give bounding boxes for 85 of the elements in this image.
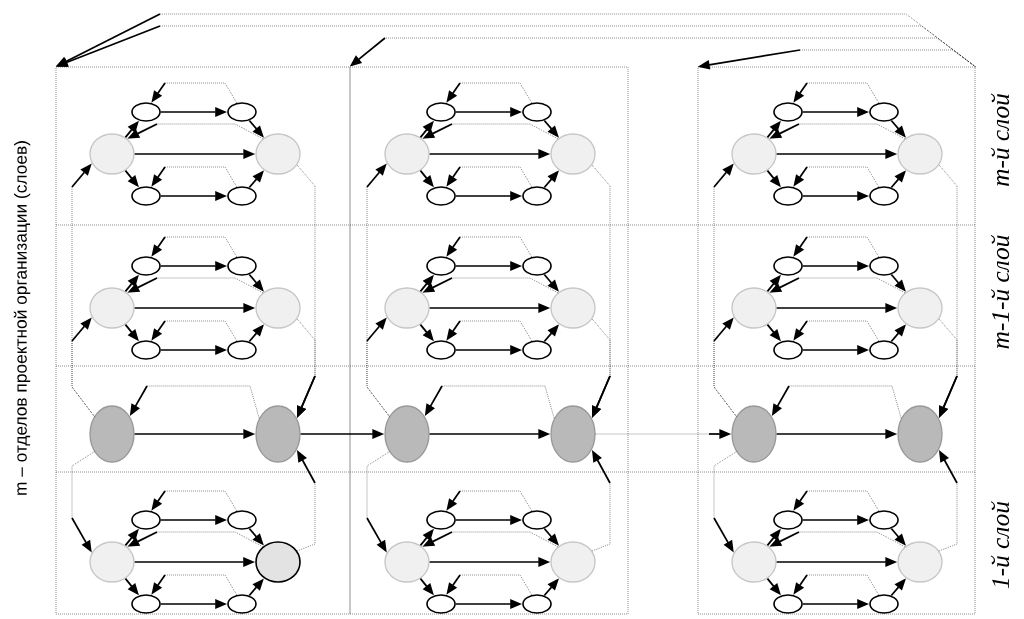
dotted-arrow: [151, 166, 238, 188]
small-ellipse: [773, 186, 803, 206]
small-ellipse: [869, 186, 899, 206]
small-ellipse: [426, 102, 456, 122]
shaded-ellipse: [255, 287, 301, 329]
small-ellipse: [773, 340, 803, 360]
small-ellipse: [522, 186, 552, 206]
dotted-arrow: [446, 490, 533, 512]
dark-ellipse: [384, 405, 430, 463]
small-ellipse: [522, 340, 552, 360]
dotted-arrow: [151, 490, 238, 512]
shaded-ellipse: [89, 133, 135, 175]
shaded-ellipse: [89, 287, 135, 329]
shaded-ellipse: [731, 541, 777, 583]
small-ellipse: [227, 340, 257, 360]
dotted-arrow: [446, 320, 533, 342]
dotted-arrow: [793, 236, 880, 258]
dotted-arrow: [446, 166, 533, 188]
small-ellipse: [227, 256, 257, 276]
small-ellipse: [773, 510, 803, 530]
dotted-arrow: [446, 574, 533, 596]
small-ellipse: [869, 256, 899, 276]
small-ellipse: [522, 256, 552, 276]
shaded-ellipse: [731, 287, 777, 329]
shaded-ellipse: [384, 133, 430, 175]
small-ellipse: [773, 102, 803, 122]
small-ellipse: [426, 510, 456, 530]
dotted-arrow: [151, 82, 238, 104]
dark-ellipse: [89, 405, 135, 463]
shaded-ellipse: [384, 541, 430, 583]
small-ellipse: [426, 186, 456, 206]
dotted-arrow: [793, 82, 880, 104]
small-ellipse: [869, 102, 899, 122]
small-ellipse: [773, 594, 803, 614]
small-ellipse: [131, 256, 161, 276]
shaded-ellipse: [550, 133, 596, 175]
dotted-arrow: [793, 166, 880, 188]
small-ellipse: [426, 340, 456, 360]
small-ellipse: [869, 594, 899, 614]
small-ellipse: [426, 594, 456, 614]
dark-ellipse: [255, 405, 301, 463]
dotted-arrow: [151, 236, 238, 258]
shaded-ellipse: [255, 541, 301, 583]
small-ellipse: [522, 102, 552, 122]
shaded-ellipse: [384, 287, 430, 329]
shaded-ellipse: [89, 541, 135, 583]
shaded-ellipse: [897, 287, 943, 329]
dotted-arrow: [793, 320, 880, 342]
dotted-arrow: [446, 82, 533, 104]
small-ellipse: [869, 340, 899, 360]
dotted-arrow: [446, 236, 533, 258]
dark-ellipse: [731, 405, 777, 463]
axis-label: m – отделов проектной организации (слоев): [13, 141, 31, 495]
shaded-ellipse: [897, 541, 943, 583]
small-ellipse: [227, 594, 257, 614]
dotted-arrow: [151, 320, 238, 342]
shaded-ellipse: [550, 541, 596, 583]
small-ellipse: [131, 340, 161, 360]
column-frame: [697, 66, 976, 615]
small-ellipse: [131, 102, 161, 122]
layer-label: m-й слой: [990, 93, 1010, 186]
small-ellipse: [131, 594, 161, 614]
layer-label: 1-й слой: [990, 501, 1010, 589]
small-ellipse: [522, 510, 552, 530]
small-ellipse: [131, 186, 161, 206]
shaded-ellipse: [550, 287, 596, 329]
dotted-arrow: [793, 490, 880, 512]
dotted-arrow: [793, 574, 880, 596]
layer-label: m-1-й слой: [990, 234, 1010, 349]
small-ellipse: [227, 510, 257, 530]
small-ellipse: [426, 256, 456, 276]
shaded-ellipse: [897, 133, 943, 175]
dark-ellipse: [897, 405, 943, 463]
small-ellipse: [773, 256, 803, 276]
small-ellipse: [131, 510, 161, 530]
column-frame: [349, 66, 629, 615]
small-ellipse: [522, 594, 552, 614]
shaded-ellipse: [255, 133, 301, 175]
small-ellipse: [227, 186, 257, 206]
small-ellipse: [869, 510, 899, 530]
shaded-ellipse: [731, 133, 777, 175]
column-frame: [55, 66, 351, 615]
small-ellipse: [227, 102, 257, 122]
dark-ellipse: [550, 405, 596, 463]
dotted-arrow: [151, 574, 238, 596]
